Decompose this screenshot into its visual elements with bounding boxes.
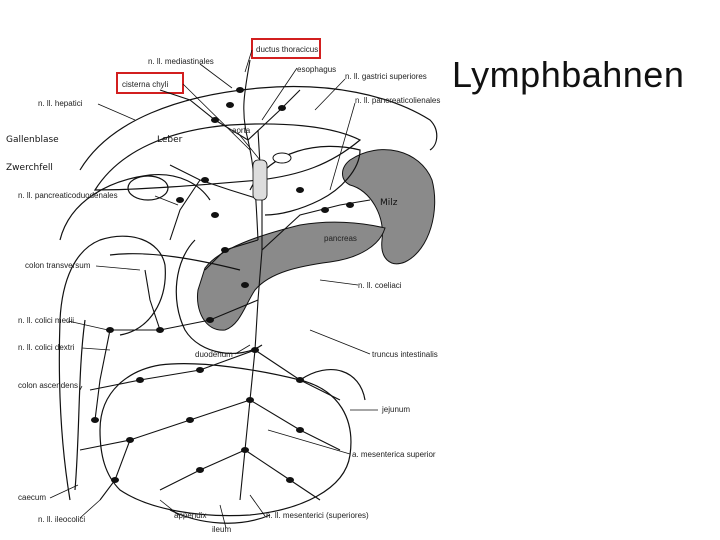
label-ileocolici: n. ll. ileocolici [38,515,85,524]
aorta-cross-section [272,152,292,164]
label-colici-dextri: n. ll. colici dextri [18,343,75,352]
label-leber: Leber [157,135,183,145]
colon-ascendens-outline [74,319,86,491]
label-gastrici-superiores: n. ll. gastrici superiores [345,72,427,81]
label-hepatici: n. ll. hepatici [38,99,83,108]
label-mesenterica-superior: a. mesenterica superior [352,450,436,459]
colon-transversum-outline [109,253,241,271]
label-coeliaci: n. ll. coeliaci [358,281,402,290]
label-duodenum: duodenum [195,350,233,359]
gallbladder-shape [127,175,169,201]
label-esophagus: esophagus [297,65,336,74]
label-colon-transversum: colon transversum [25,261,91,270]
cisterna-chyli-highlight [116,72,184,94]
label-milz: Milz [380,198,398,208]
label-colici-medii: n. ll. colici medii [18,316,74,325]
label-jejunum: jejunum [381,405,410,414]
thoracic-duct [243,59,259,241]
lymph-nodes [91,87,354,483]
ductus-thoracicus-highlight [251,38,321,59]
jejunum-loop [299,369,366,401]
label-pancreaticolienales: n. ll. pancreaticolienales [355,96,440,105]
liver-lower-edge [59,173,211,241]
pancreas-shape [196,221,386,331]
label-pancreaticoduodenales: n. ll. pancreaticoduodenales [18,191,118,200]
leader-lines [49,49,378,529]
label-mesenterici: n. ll. mesenterici (superiores) [266,511,369,520]
label-aorta: aorta [232,126,251,135]
label-caecum: caecum [18,493,46,502]
lymph-vessels [79,89,371,501]
mesenteric-trunk [239,249,263,501]
spleen-shape [342,149,436,265]
ileum-loop [169,509,271,524]
label-truncus-intestinalis: truncus intestinalis [372,350,438,359]
label-zwerchfell: Zwerchfell [6,163,53,173]
label-mediastinales: n. ll. mediastinales [148,57,214,66]
label-pancreas: pancreas [324,234,357,243]
diaphragm-outline [79,85,438,171]
cisterna-chyli-shape [252,159,268,201]
label-colon-ascendens: colon ascendens [18,381,78,390]
label-ductus-thoracicus: ductus thoracicus [256,45,318,54]
label-appendix: appendix [174,511,206,520]
label-gallenblase: Gallenblase [6,135,59,145]
label-ileum: ileum [212,525,231,534]
page-title: Lymphbahnen [452,54,685,95]
liver-outline [93,123,362,191]
colon-outline [58,235,166,501]
label-cisterna-chyli: cisterna chyli [122,80,168,89]
intestine-outline [99,363,352,517]
